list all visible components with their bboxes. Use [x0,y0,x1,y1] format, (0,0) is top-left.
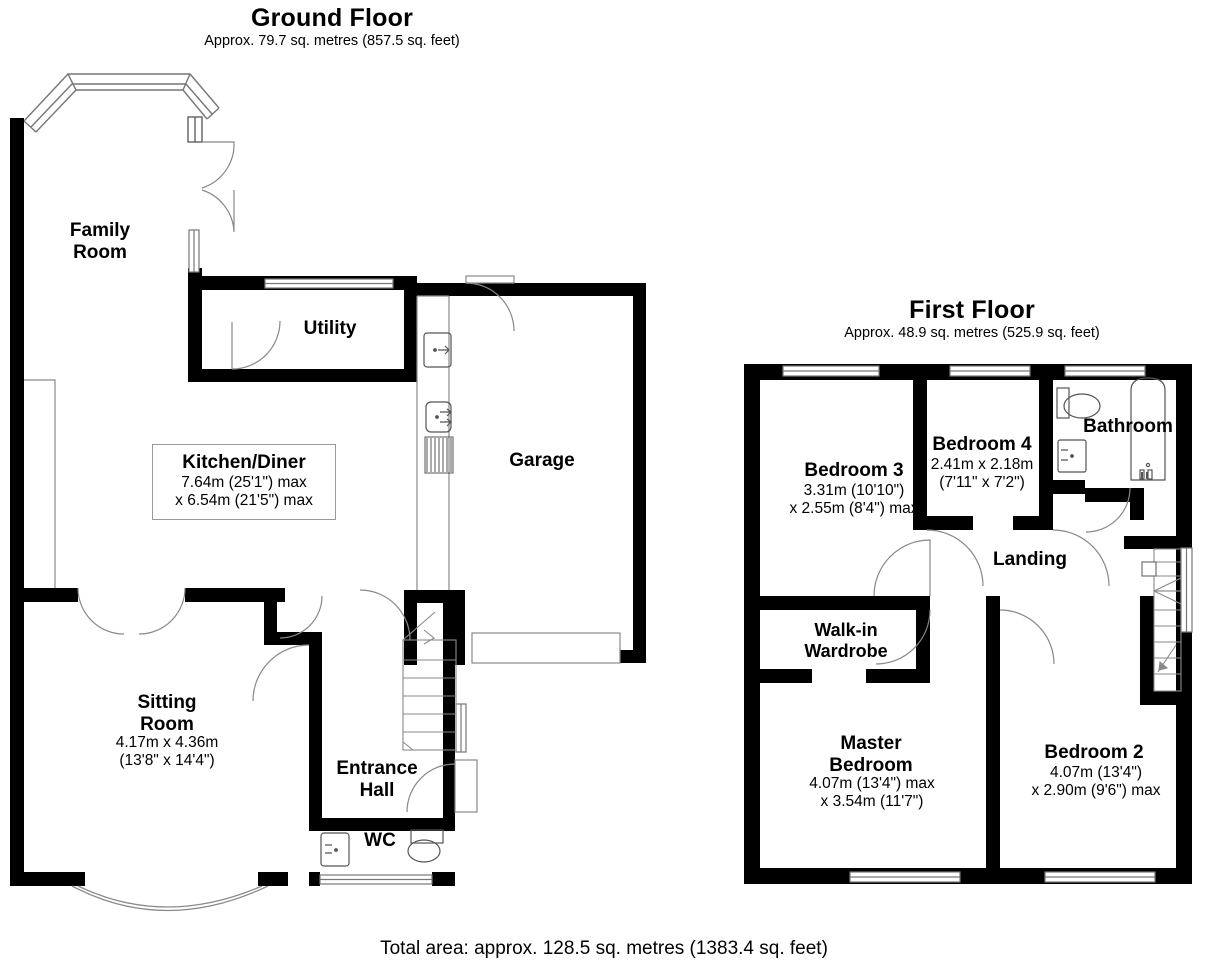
room-label-wc: WC [364,830,396,851]
total-area-text: Total area: approx. 128.5 sq. metres (13… [380,938,828,959]
room-label-landing: Landing [993,549,1067,570]
ground-floor-subtitle: Approx. 79.7 sq. metres (857.5 sq. feet) [204,33,460,49]
room-dims-bedroom-3: 3.31m (10'10") x 2.55m (8'4") max [789,482,919,517]
first-floor-door-swings [873,487,1131,665]
wc-fixtures [320,829,444,867]
room-label-entrance-hall: Entrance Hall [336,758,418,802]
room-dims-master-bedroom: 4.07m (13'4") max x 3.54m (11'7") [809,775,935,810]
ground-floor-plan [10,73,646,912]
bathroom-fixtures [1056,377,1166,481]
room-dims-kitchen-diner: 7.64m (25'1") max x 6.54m (21'5") max [175,474,313,509]
bay-window-jamb [187,116,203,143]
room-label-bedroom-3: Bedroom 3 [804,460,904,481]
room-label-sitting-room: Sitting Room [137,692,197,736]
first-floor-plan [744,364,1193,884]
room-label-family-room: Family Room [69,220,131,264]
first-floor-title: First Floor [909,296,1035,324]
room-dims-bedroom-4: 2.41m x 2.18m (7'11" x 7'2") [930,456,1034,491]
first-floor-subtitle: Approx. 48.9 sq. metres (525.9 sq. feet) [844,325,1100,341]
ground-floor-door-swings [77,141,515,813]
ground-floor-staircase [402,611,457,751]
room-dims-sitting-room: 4.17m x 4.36m (13'8" x 14'4") [115,734,219,769]
sitting-room-bay-window [71,885,269,912]
room-label-garage: Garage [509,450,575,471]
room-label-master-bedroom: Master Bedroom [829,733,913,777]
ground-floor-walls [10,118,646,886]
kitchen-diner-label-box [152,444,336,520]
ground-floor-windows [188,229,467,885]
room-label-utility: Utility [303,318,357,339]
first-floor-staircase [1141,548,1182,692]
garage-door [471,632,621,664]
ground-floor-title: Ground Floor [250,4,414,32]
sitting-room-bay-corner [258,872,288,886]
room-dims-bedroom-2: 4.07m (13'4") x 2.90m (9'6") max [1031,764,1161,799]
room-label-bathroom: Bathroom [1083,416,1173,437]
room-label-kitchen-diner: Kitchen/Diner [182,452,306,473]
first-floor-windows [782,365,1193,883]
room-label-bedroom-4: Bedroom 4 [932,434,1032,455]
appliance-fixtures [423,332,454,474]
family-room-bay-window [23,73,220,133]
room-label-walk-in-wardrobe: Walk-in Wardrobe [804,620,888,661]
room-label-bedroom-2: Bedroom 2 [1044,742,1144,763]
ground-floor-fixtures [24,295,450,590]
